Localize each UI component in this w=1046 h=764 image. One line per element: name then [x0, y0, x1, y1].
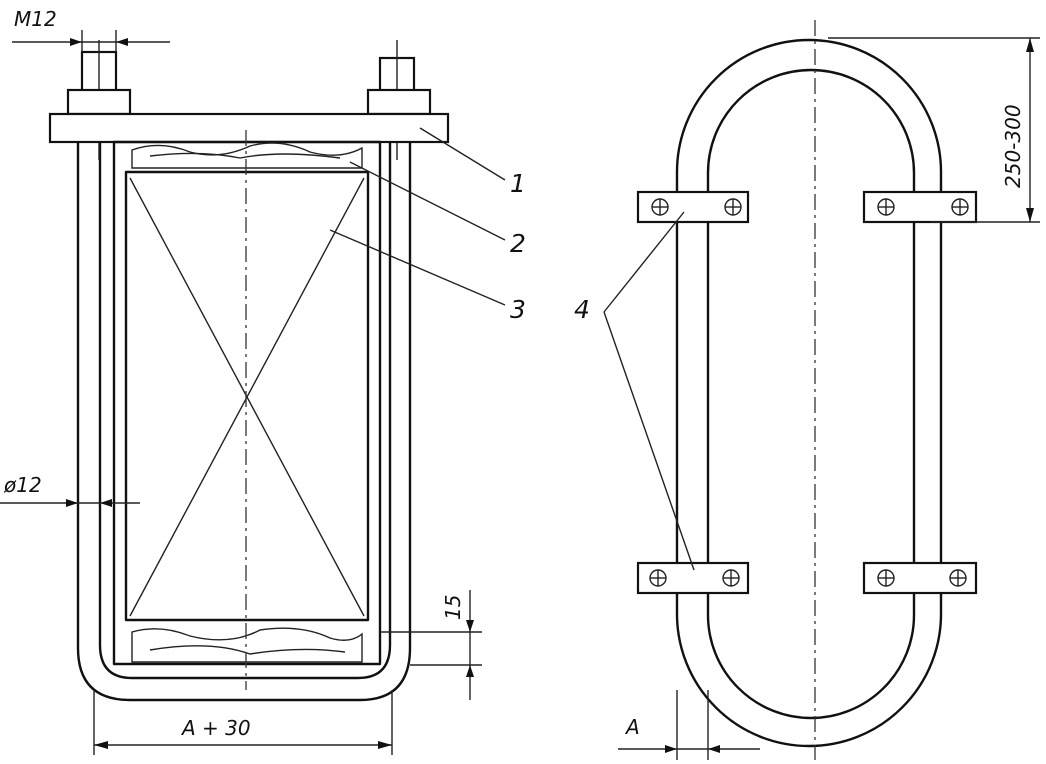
u-bolt-inner — [98, 123, 392, 680]
callout-4: 4 — [574, 295, 590, 324]
u-bolt-outer — [76, 123, 412, 702]
callout-2: 2 — [510, 229, 526, 258]
bracket-bottom-right — [862, 561, 978, 595]
callout-3: 3 — [510, 295, 526, 324]
bracket-top-left — [636, 190, 750, 224]
housing-outer — [112, 140, 382, 666]
right-nut — [366, 88, 432, 116]
crossbar-plate — [48, 112, 450, 144]
oval-inner — [706, 68, 916, 720]
clamp-assembly-view: M12 ø12 A + 30 15 1 2 3 — [0, 7, 526, 755]
left-nut — [66, 88, 132, 116]
housing-inner — [124, 170, 370, 622]
rod-diameter-label: ø12 — [3, 473, 42, 497]
strip-width-label: A — [624, 715, 640, 739]
oval-frame-view: 4 250-300 A — [574, 20, 1040, 760]
bracket-top-right — [862, 190, 978, 224]
gap-dimension-label: 15 — [441, 595, 465, 620]
bolt-thread-label: M12 — [14, 7, 57, 31]
oval-outer — [675, 38, 943, 748]
height-dimension-label: 250-300 — [1001, 104, 1025, 188]
top-padding — [131, 142, 363, 169]
callout-1: 1 — [510, 169, 526, 198]
width-dimension-label: A + 30 — [180, 716, 251, 740]
bottom-padding — [131, 627, 363, 663]
